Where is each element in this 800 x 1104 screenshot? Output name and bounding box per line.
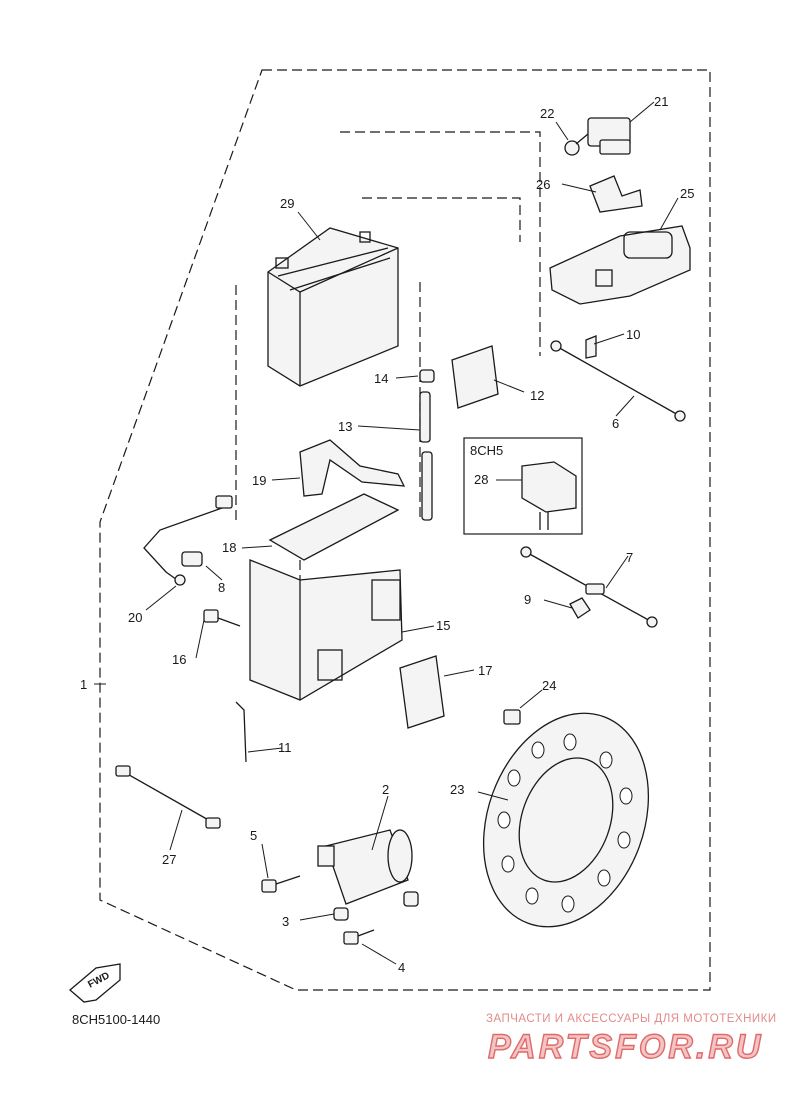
stay-rod[interactable]	[235, 701, 247, 763]
fuse-holder[interactable]	[521, 461, 577, 530]
starter-relay[interactable]	[549, 225, 691, 305]
leader-lines	[94, 101, 679, 965]
watermark: ЗАПЧАСТИ И АКСЕССУАРЫ ДЛЯ МОТОТЕХНИКИ PA…	[486, 1013, 777, 1067]
callout-26: 26	[536, 177, 550, 192]
callout-6: 6	[612, 416, 619, 431]
callout-8: 8	[218, 580, 225, 595]
relay[interactable]	[587, 117, 631, 155]
coupler[interactable]	[181, 551, 203, 567]
callout-19: 19	[252, 473, 266, 488]
plus-lead[interactable]	[520, 546, 658, 628]
bolt-16[interactable]	[203, 609, 241, 627]
battery-sheet[interactable]	[268, 493, 400, 561]
callout-16: 16	[172, 652, 186, 667]
callout-7: 7	[626, 550, 633, 565]
watermark-brand: PARTSFOR.RU	[488, 1028, 763, 1066]
battery-pad[interactable]	[451, 345, 499, 409]
callout-25: 25	[680, 186, 694, 201]
callout-14: 14	[374, 371, 388, 386]
lead-27[interactable]	[115, 765, 221, 829]
starter-motor[interactable]	[317, 829, 419, 907]
callouts: 1 2 3 4 5 6 7 8 9 10 11 12 13 14 15 16 1…	[80, 94, 694, 975]
callout-2: 2	[382, 782, 389, 797]
minus-lead[interactable]	[550, 335, 686, 422]
battery[interactable]	[267, 227, 399, 387]
inset-callout: 28	[474, 472, 488, 487]
inset-variant-label: 8CH5	[470, 443, 503, 458]
callout-18: 18	[222, 540, 236, 555]
callout-11: 11	[278, 740, 292, 755]
drawing-code: 8CH5100-1440	[72, 1012, 160, 1027]
box-cover[interactable]	[399, 655, 445, 729]
watermark-subtitle: ЗАПЧАСТИ И АКСЕССУАРЫ ДЛЯ МОТОТЕХНИКИ	[486, 1013, 777, 1025]
bolt-4[interactable]	[343, 929, 375, 945]
callout-21: 21	[654, 94, 668, 109]
variant-inset: 8CH5 28	[463, 437, 583, 535]
pickup-rotor[interactable]	[455, 690, 677, 950]
callout-10: 10	[626, 327, 640, 342]
lead-clamp[interactable]	[569, 597, 591, 619]
bolt-5[interactable]	[261, 875, 301, 893]
bolt-24[interactable]	[503, 709, 521, 725]
relay-bracket[interactable]	[589, 175, 643, 213]
callout-12: 12	[530, 388, 544, 403]
callout-22: 22	[540, 106, 554, 121]
callout-29: 29	[280, 196, 294, 211]
callout-13: 13	[338, 419, 352, 434]
callout-24: 24	[542, 678, 556, 693]
callout-9: 9	[524, 592, 531, 607]
bolt-22[interactable]	[564, 133, 589, 156]
battery-band[interactable]	[419, 369, 435, 521]
callout-17: 17	[478, 663, 492, 678]
battery-holder[interactable]	[299, 439, 406, 497]
callout-23: 23	[450, 782, 464, 797]
guide-lines	[235, 131, 541, 650]
callout-15: 15	[436, 618, 450, 633]
battery-box[interactable]	[249, 559, 403, 701]
callout-1: 1	[80, 677, 87, 692]
callout-4: 4	[398, 960, 405, 975]
callout-3: 3	[282, 914, 289, 929]
assembly-boundary	[99, 69, 711, 991]
nut-3[interactable]	[333, 907, 349, 921]
callout-27: 27	[162, 852, 176, 867]
sub-wire-harness[interactable]	[143, 495, 233, 586]
callout-20: 20	[128, 610, 142, 625]
fwd-arrow-icon: FWD	[68, 963, 121, 1003]
callout-5: 5	[250, 828, 257, 843]
